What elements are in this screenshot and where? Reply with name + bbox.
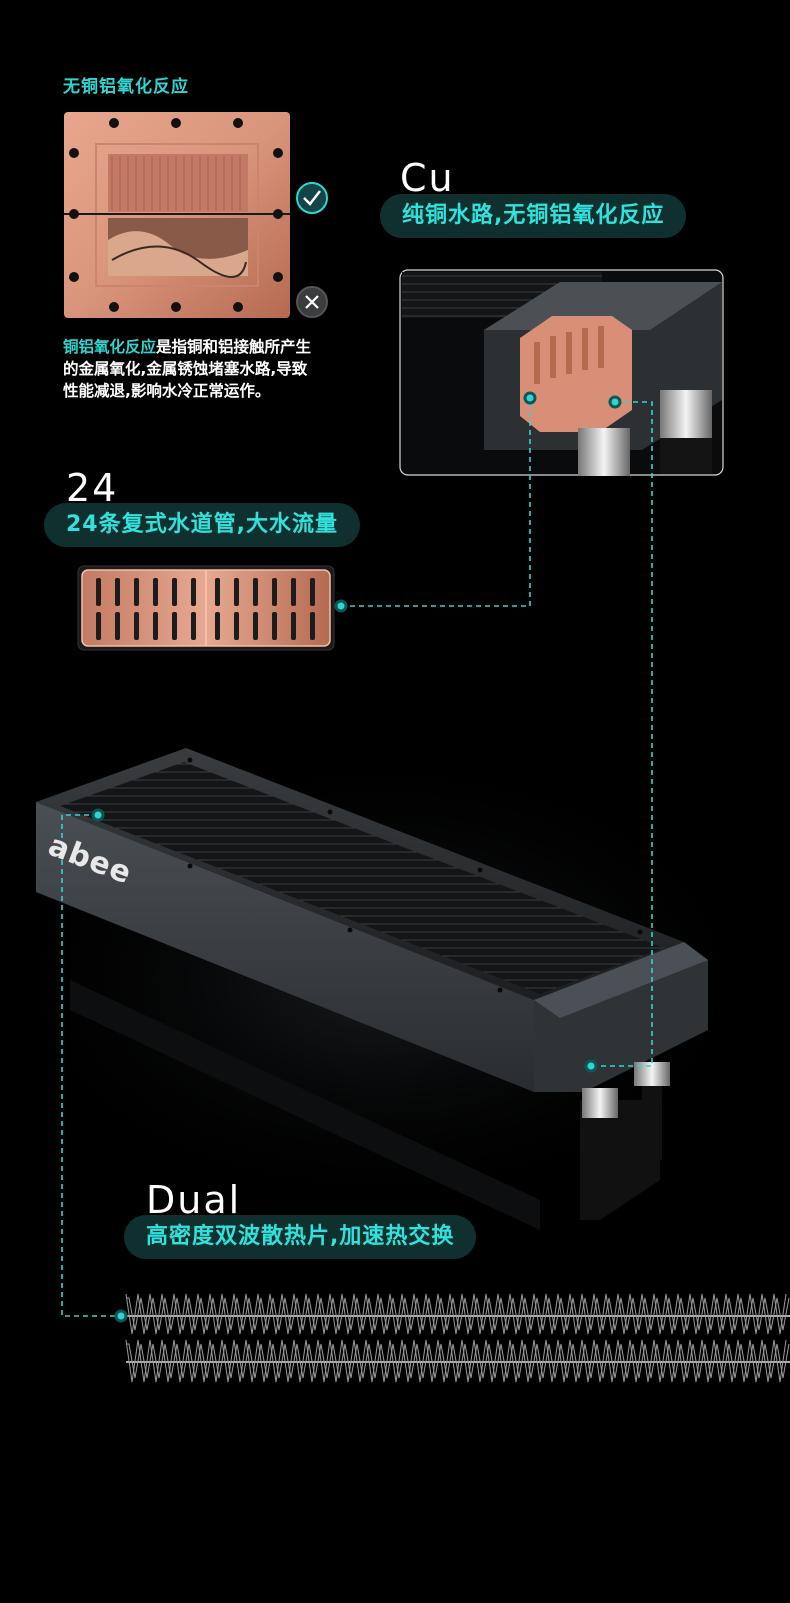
x-circle-icon — [296, 286, 328, 318]
end-cap-closeup-image — [399, 269, 724, 476]
callout-dots — [91, 391, 622, 1323]
check-circle-icon — [296, 182, 328, 214]
radiator-image — [0, 740, 780, 1230]
fin-feature-pill: 高密度双波散热片,加速热交换 — [124, 1215, 477, 1259]
description-highlight: 铜铝氧化反应 — [63, 338, 157, 356]
copper-plate-image — [64, 112, 290, 318]
comparison-caption: 无铜铝氧化反应 — [63, 77, 189, 97]
callout-lines — [61, 398, 653, 1317]
channel-cross-section-image — [77, 565, 335, 651]
fin-heading: Dual — [146, 1178, 242, 1222]
channel-feature-pill: 24条复式水道管,大水流量 — [44, 503, 360, 547]
cu-heading: Cu — [400, 156, 455, 200]
description-text: 是指铜和铝接触所产生的金属氧化,金属锈蚀堵塞水路,导致性能减退,影响水冷正常运作… — [63, 338, 312, 400]
oxidation-description: 铜铝氧化反应是指铜和铝接触所产生的金属氧化,金属锈蚀堵塞水路,导致性能减退,影响… — [63, 336, 313, 402]
dual-wave-fins-image — [125, 1293, 790, 1383]
channel-heading: 24 — [66, 466, 119, 510]
cu-feature-pill: 纯铜水路,无铜铝氧化反应 — [380, 194, 687, 238]
